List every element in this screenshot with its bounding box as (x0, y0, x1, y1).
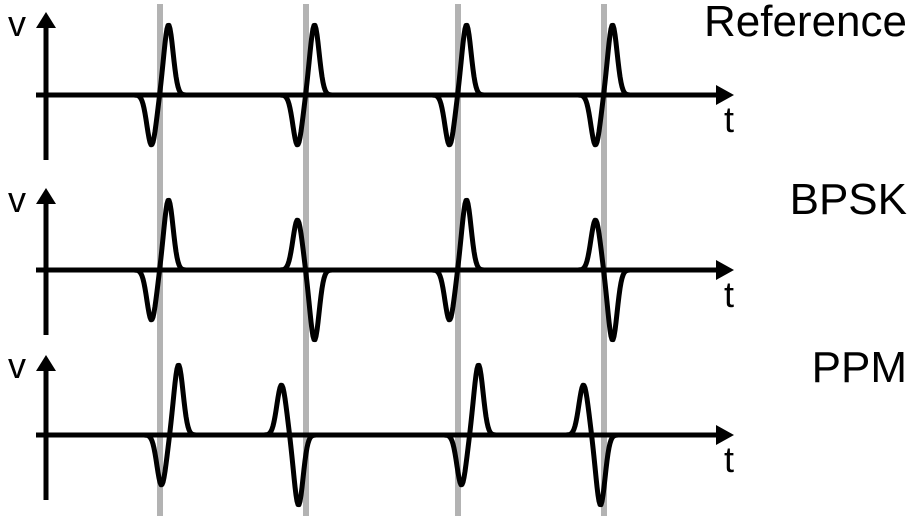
x-axis-arrow-icon (716, 425, 734, 445)
y-axis-label-reference: v (8, 3, 26, 44)
y-axis-label-bpsk: v (8, 179, 26, 220)
x-axis-label-bpsk: t (724, 274, 735, 315)
row-label-reference: Reference (703, 0, 907, 46)
waveform-bpsk (43, 197, 705, 343)
waveform-reference (43, 22, 705, 148)
x-axis-arrow-icon (716, 85, 734, 105)
y-axis-arrow-icon (36, 12, 56, 28)
x-axis-label-ppm: t (724, 439, 735, 480)
row-label-ppm: PPM (811, 343, 907, 392)
x-axis-arrow-icon (716, 260, 734, 280)
x-axis-label-reference: t (724, 99, 735, 140)
y-axis-label-ppm: v (8, 345, 26, 386)
row-label-bpsk: BPSK (789, 175, 907, 224)
y-axis-arrow-icon (36, 188, 56, 204)
waveform-ppm (43, 362, 705, 508)
y-axis-arrow-icon (36, 355, 56, 371)
